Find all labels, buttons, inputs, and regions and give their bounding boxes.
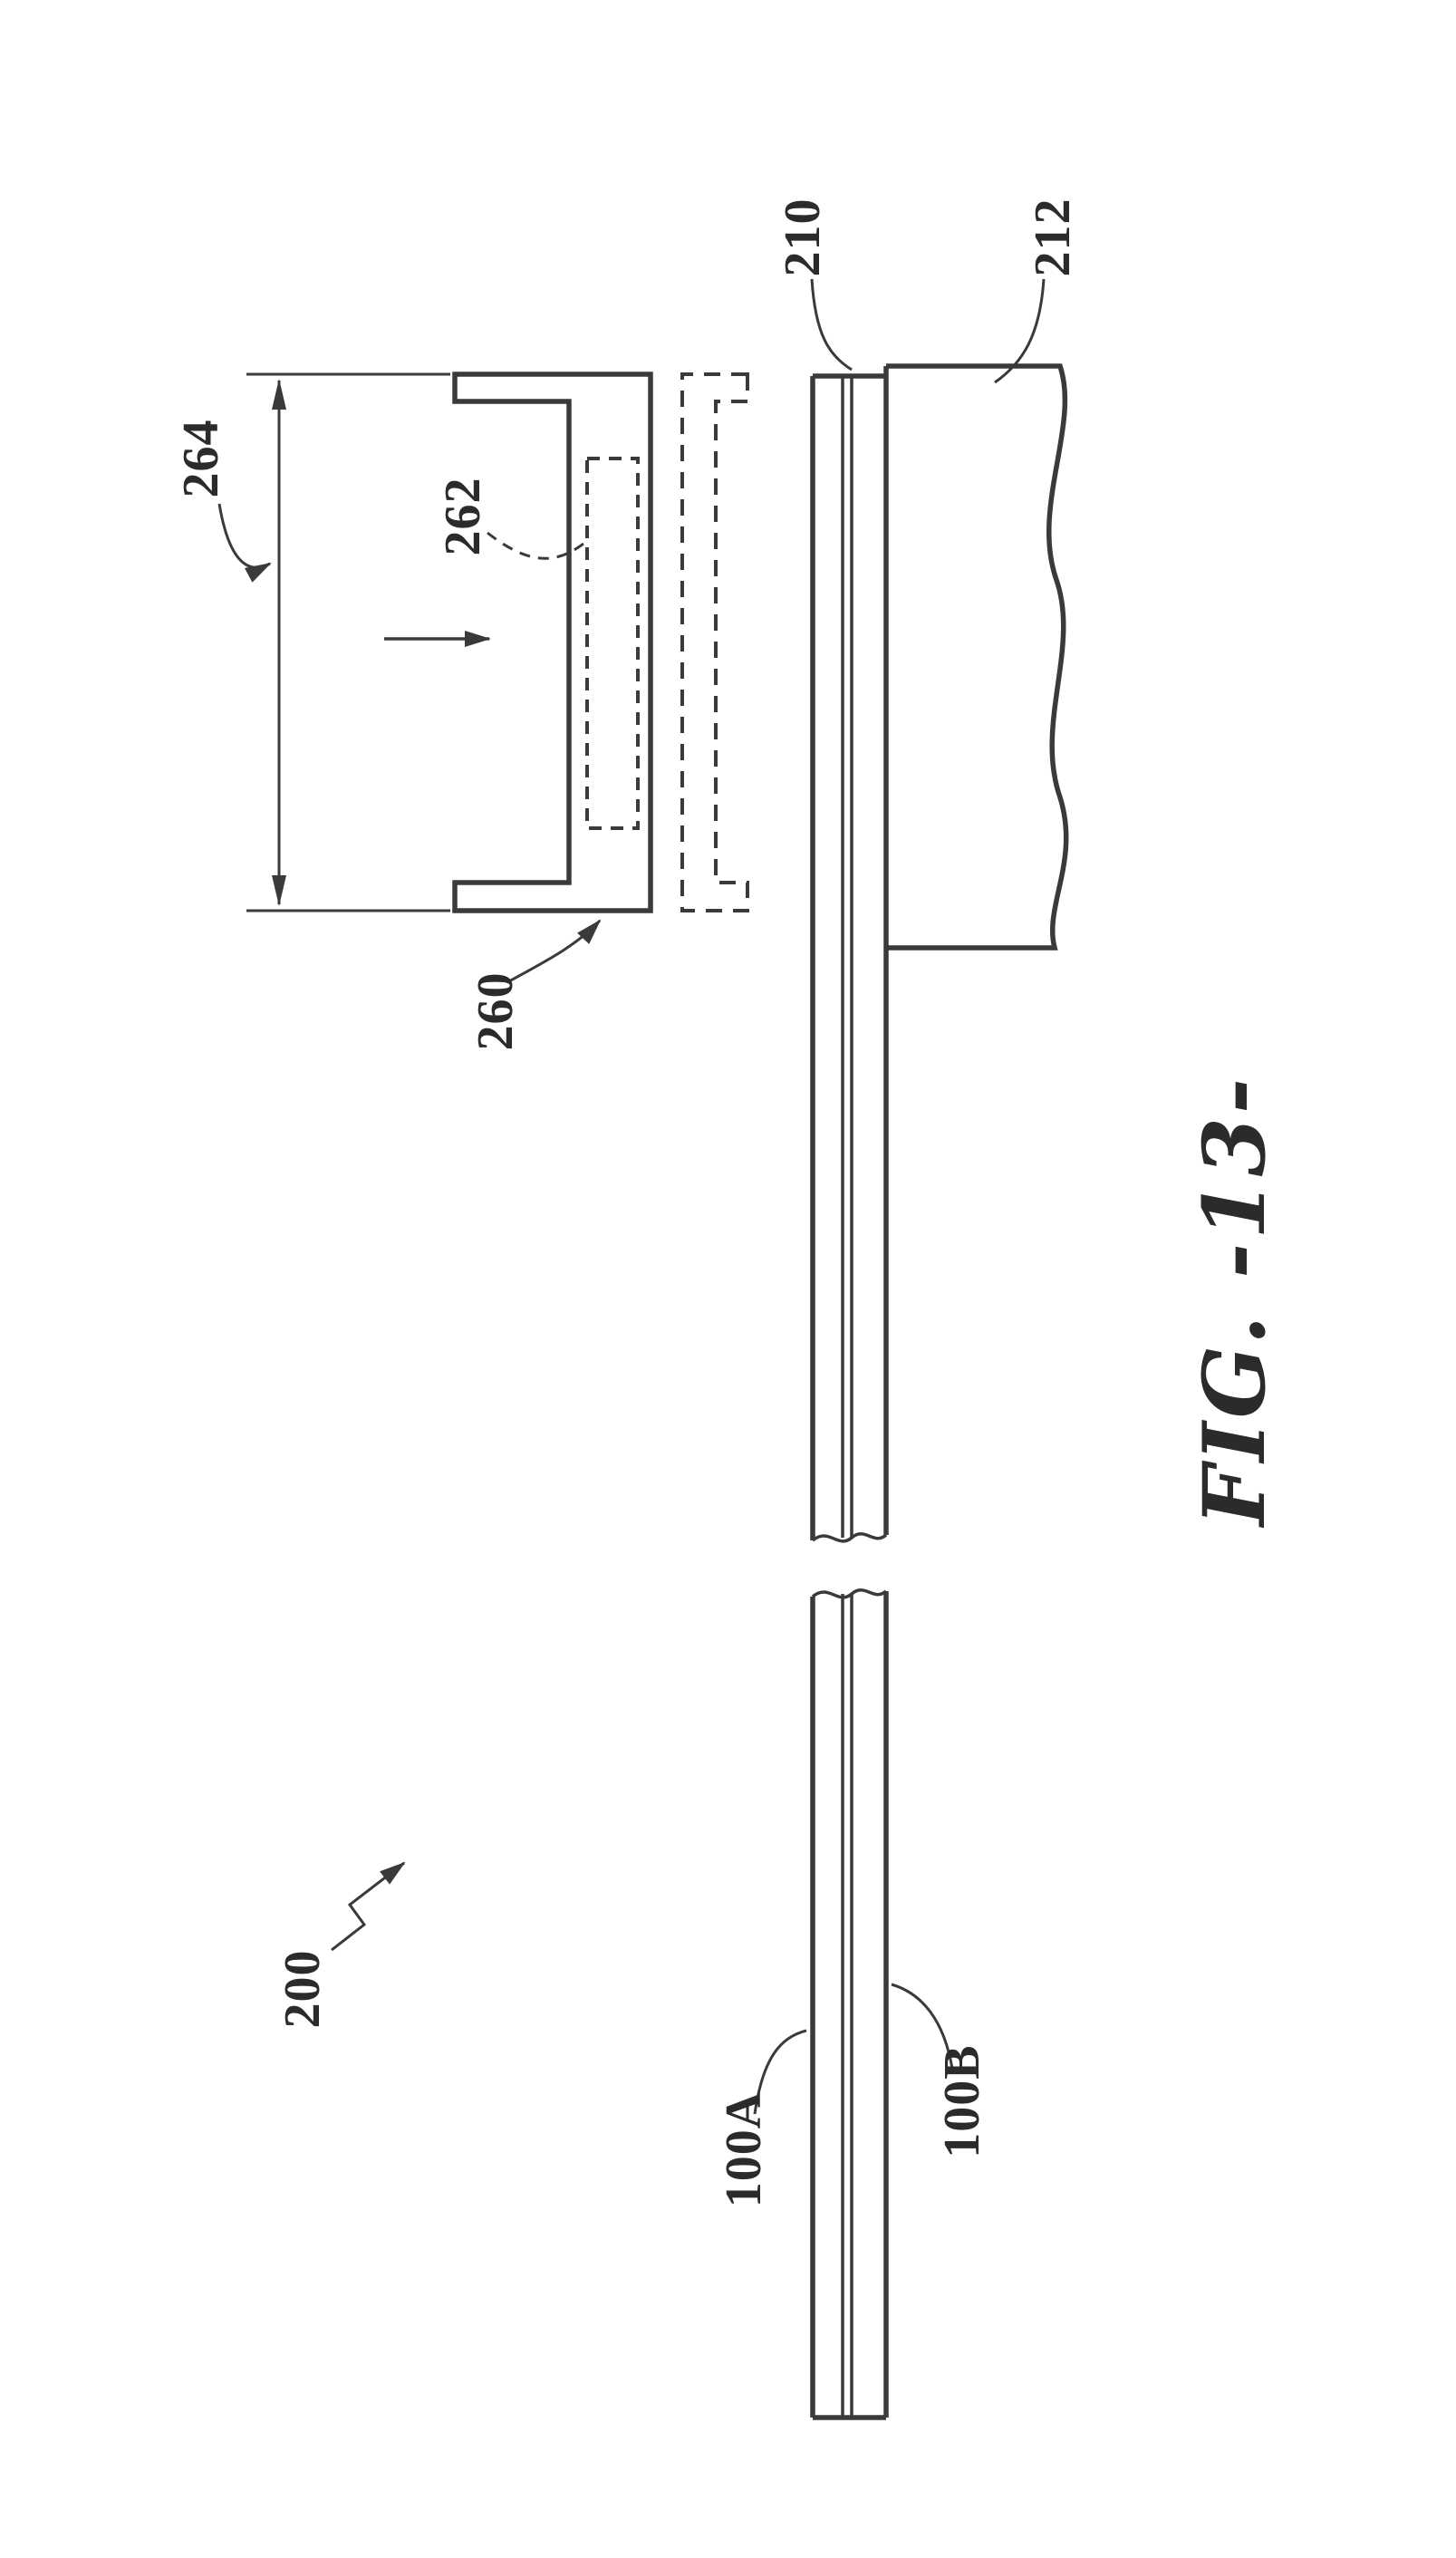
rail-break-upper — [811, 1532, 888, 1543]
hidden-bracket-outline — [680, 372, 749, 912]
label-210: 210 — [775, 198, 831, 277]
leader-100a — [753, 2029, 807, 2115]
hidden-slot-262 — [585, 457, 640, 830]
label-212: 212 — [1025, 198, 1081, 277]
label-264: 264 — [173, 420, 229, 498]
rail-210 — [810, 366, 889, 2420]
dimension-264 — [246, 372, 450, 912]
label-100a: 100A — [716, 2091, 772, 2207]
clamp-bracket-260 — [384, 372, 653, 913]
rail-break-lower — [811, 1588, 888, 1599]
leader-lines — [217, 278, 1046, 2115]
label-100b: 100B — [934, 2044, 990, 2157]
label-262: 262 — [435, 478, 491, 556]
reference-labels: 264 262 260 210 212 200 100A 100B — [173, 198, 1081, 2208]
leader-210 — [810, 278, 853, 372]
leader-264 — [217, 503, 272, 583]
label-200: 200 — [275, 1950, 331, 2029]
leader-212 — [994, 278, 1046, 384]
leader-100b — [891, 1983, 954, 2070]
label-260: 260 — [468, 972, 524, 1051]
leader-200-pointer — [331, 1861, 406, 1952]
bracket-outline — [452, 372, 653, 913]
leader-260 — [506, 919, 602, 984]
figure-title: FIG. -13- — [1185, 1075, 1285, 1529]
support-block-212 — [886, 363, 1069, 951]
leader-262 — [487, 531, 584, 560]
